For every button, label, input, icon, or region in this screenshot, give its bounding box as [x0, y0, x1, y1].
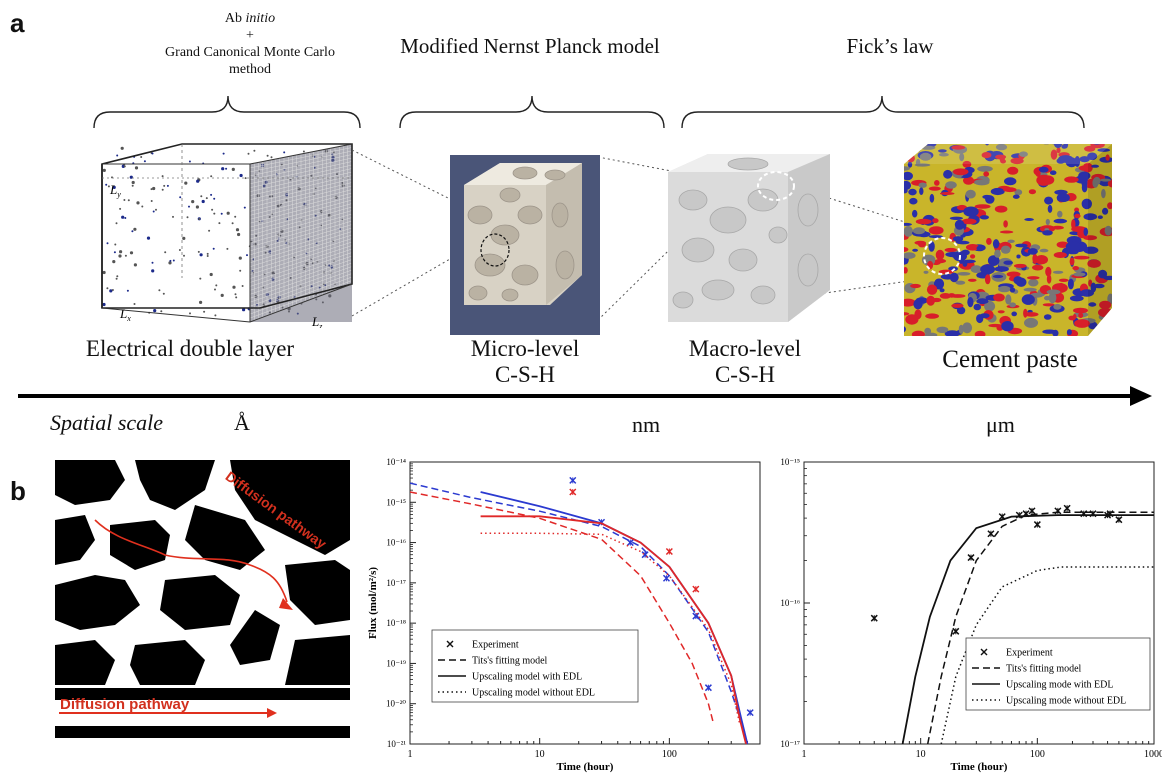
cement-speckle	[904, 144, 1112, 336]
x-axis-label: Time (hour)	[557, 761, 614, 773]
x-tick-label: 100	[1030, 749, 1045, 760]
data-point	[1033, 521, 1041, 529]
data-point	[569, 488, 577, 496]
y-tick-label: 10⁻²¹	[387, 739, 406, 749]
nernst-planck-title: Modified Nernst Planck model	[400, 34, 660, 58]
macro-csh-image	[668, 154, 830, 322]
gcmc-title: Grand Canonical Monte Carlo method	[165, 45, 335, 77]
y-tick-label: 10⁻¹⁶	[386, 538, 406, 548]
y-tick-label: 10⁻¹⁴	[386, 457, 406, 467]
y-tick-label: 10⁻¹⁸	[386, 618, 406, 628]
pathway-label-bottom: Diffusion pathway	[60, 696, 190, 713]
data-point	[704, 684, 712, 692]
legend-label: Upscaling mode with EDL	[1006, 680, 1113, 691]
data-point	[665, 547, 673, 556]
flux-chart-right: 1 10 100 1000 10⁻¹⁵ 10⁻¹⁶ 10⁻¹⁷ Time (hour) Expe…	[780, 457, 1162, 773]
y-tick-label: 10⁻¹⁷	[780, 739, 800, 749]
x-tick-label: 1	[408, 749, 413, 760]
legend-label: Tits's fitting model	[1006, 664, 1082, 675]
panel-b-label: b	[10, 476, 26, 506]
y-tick-label: 10⁻¹⁷	[386, 578, 406, 588]
panel-a-label: a	[10, 8, 25, 38]
legend-box	[431, 629, 639, 703]
edl-axis-ly: Ly	[109, 182, 121, 199]
brace-fick	[681, 95, 1085, 129]
data-point	[569, 476, 577, 484]
pore-pathway-line	[94, 519, 288, 603]
ab-initio-plus: +	[246, 28, 254, 43]
caption-cement: Cement paste	[942, 346, 1078, 373]
y-tick-label: 10⁻¹⁵	[386, 497, 406, 507]
caption-edl: Electrical double layer	[85, 336, 295, 361]
x-tick-label: 10	[535, 749, 545, 760]
plot-area	[870, 504, 1154, 744]
legend-box	[965, 637, 1151, 711]
series-line-solid	[480, 515, 747, 744]
data-point	[1063, 504, 1071, 512]
ficks-law-title: Fick’s law	[846, 34, 934, 58]
data-point	[987, 530, 995, 538]
legend-label: Upscaling model without EDL	[472, 688, 595, 699]
y-tick-label: 10⁻¹⁶	[780, 598, 800, 608]
x-tick-label: 1	[802, 749, 807, 760]
brace-nernst	[399, 95, 665, 129]
data-point	[967, 554, 975, 562]
ab-initio-title: Ab initio + Grand Canonical Monte Carlo …	[150, 10, 350, 78]
legend-label: Upscaling mode without EDL	[1006, 696, 1126, 707]
edl-layer-grid	[249, 143, 353, 323]
spatial-scale-arrow	[18, 386, 1152, 406]
series-line-dashed	[926, 511, 1154, 744]
spatial-scale-label: Spatial scale	[50, 410, 164, 435]
edl-axis-lz: Lz	[311, 314, 323, 328]
data-point	[692, 585, 700, 593]
scale-braces	[93, 95, 1085, 129]
x-tick-label: 100	[662, 749, 677, 760]
flux-chart-left: 1 10 100 10⁻¹⁴ 10⁻¹⁵ 10⁻¹⁶ 10⁻¹⁷ 10⁻¹⁸ 10⁻¹⁹ 10⁻²…	[367, 457, 761, 773]
y-tick-label: 10⁻²⁰	[386, 699, 406, 709]
y-tick-label: 10⁻¹⁹	[386, 658, 406, 668]
series-line-dotted	[940, 566, 1154, 744]
series-line-solid	[901, 514, 1154, 744]
scale-um: μm	[986, 412, 1015, 437]
data-point	[952, 627, 960, 635]
brace-ab-initio	[93, 95, 361, 129]
ab-initio-prefix: Ab	[224, 11, 246, 26]
x-tick-label: 1000	[1144, 749, 1162, 760]
y-axis-label: Flux (mol/m²/s)	[367, 567, 379, 639]
legend-label: Upscaling model with EDL	[472, 672, 582, 683]
x-axis-label: Time (hour)	[951, 761, 1008, 773]
pore-structure-image	[55, 460, 350, 738]
x-tick-label: 10	[916, 749, 926, 760]
data-point	[870, 614, 878, 622]
ab-initio-italic: initio	[245, 11, 276, 26]
legend-label: Experiment	[472, 640, 519, 651]
legend-label: Experiment	[1006, 648, 1053, 659]
data-point	[662, 574, 670, 582]
micro-csh-image	[450, 155, 600, 335]
cement-paste-image	[904, 144, 1112, 336]
scale-angstrom: Å	[234, 410, 250, 435]
scale-nm: nm	[632, 412, 661, 437]
y-tick-label: 10⁻¹⁵	[780, 457, 800, 467]
data-point	[1115, 516, 1123, 524]
edl-axis-lx: Lx	[119, 306, 131, 323]
legend-label: Tits's fitting model	[472, 656, 548, 667]
data-point	[746, 709, 754, 717]
plot-area	[410, 476, 754, 744]
edl-cube: Ly Lx Lz	[101, 143, 353, 328]
data-point	[1028, 507, 1036, 515]
